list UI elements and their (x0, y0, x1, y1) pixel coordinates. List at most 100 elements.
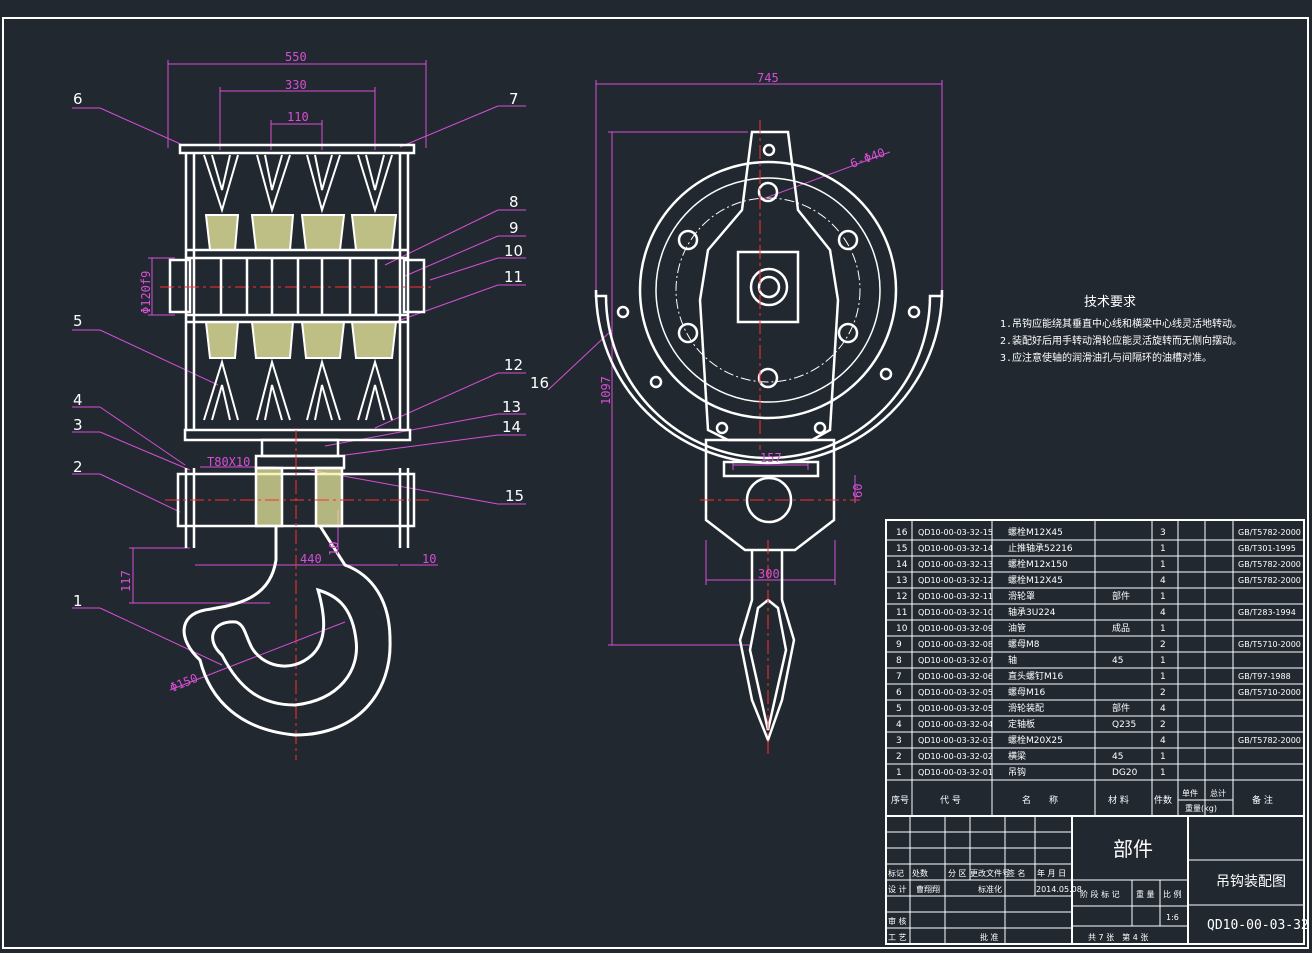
row-no: 9 (896, 640, 902, 650)
front-dimension-texts: 550 330 110 Φ120f9 T80X10 440 10 117 Φ15… (119, 50, 436, 695)
dim-745: 745 (757, 71, 779, 85)
row-name: 螺栓M12X45 (1008, 574, 1063, 586)
design-date: 2014.05.08 (1036, 885, 1082, 894)
row-qty: 1 (1160, 672, 1166, 682)
label-sign: 签 名 (1007, 868, 1026, 878)
row-code: QD10-00-03-32-03 (918, 736, 993, 745)
callout-12: 12 (504, 356, 523, 374)
dim-axle-diameter: Φ120f9 (139, 271, 153, 314)
row-qty: 2 (1160, 720, 1166, 730)
header-total: 总计 (1210, 788, 1226, 798)
dim-110: 110 (287, 110, 309, 124)
row-code: QD10-00-03-32-02 (918, 752, 993, 761)
label-design: 设 计 (888, 884, 907, 894)
row-no: 11 (896, 608, 907, 618)
tech-item-2: 2.装配好后用手转动滑轮应能灵活旋转而无侧向摆动。 (1000, 334, 1242, 347)
tech-requirements: 技术要求 1.吊钩应能绕其垂直中心线和横梁中心线灵活地转动。 2.装配好后用手转… (1000, 295, 1242, 364)
callout-8: 8 (509, 193, 519, 211)
dim-550: 550 (285, 50, 307, 64)
row-no: 2 (896, 752, 902, 762)
row-material: 45 (1112, 752, 1123, 762)
row-no: 6 (896, 688, 902, 698)
row-code: QD10-00-03-32-05 (918, 704, 993, 713)
hook-shape (182, 525, 392, 737)
row-qty: 2 (1160, 688, 1166, 698)
callout-4: 4 (73, 391, 83, 409)
row-code: QD10-00-03-32-15 (918, 528, 993, 537)
header-name: 名 称 (1022, 794, 1058, 806)
tech-title: 技术要求 (1084, 295, 1136, 310)
dim-157: 157 (760, 451, 782, 465)
row-code: QD10-00-03-32-09 (918, 624, 993, 633)
row-no: 16 (896, 528, 908, 538)
dim-hook-throat: Φ150 (168, 671, 200, 695)
header-weight: 重量(kg) (1185, 803, 1217, 813)
drawing-number: QD10-00-03-32 (1207, 918, 1309, 933)
label-approve: 批 准 (980, 932, 999, 942)
row-code: QD10-00-03-32-07 (918, 656, 993, 665)
dim-thread: T80X10 (207, 455, 250, 469)
callout-9: 9 (509, 219, 519, 237)
row-material: 部件 (1112, 590, 1130, 602)
row-remark: GB/T5710-2000 (1238, 640, 1301, 649)
dim-330: 330 (285, 78, 307, 92)
sheave-group-upper (203, 154, 398, 251)
row-remark: GB/T5782-2000 (1238, 736, 1301, 745)
row-qty: 4 (1160, 704, 1166, 714)
front-callout-leaders (72, 105, 526, 691)
callout-14: 14 (502, 418, 521, 436)
row-no: 5 (896, 704, 902, 714)
row-name: 滑轮罩 (1008, 590, 1035, 602)
row-no: 8 (896, 656, 902, 666)
row-code: QD10-00-03-32-10 (918, 608, 993, 617)
row-no: 3 (896, 736, 902, 746)
label-weight: 重 量 (1136, 889, 1155, 899)
row-qty: 3 (1160, 528, 1166, 538)
row-code: QD10-00-03-32-14 (918, 544, 993, 553)
callout-16: 16 (530, 374, 549, 392)
row-qty: 1 (1160, 624, 1166, 634)
dim-440: 440 (300, 552, 322, 566)
label-count: 处数 (912, 868, 928, 878)
row-code: QD10-00-03-32-05 (918, 688, 993, 697)
row-remark: GB/T5782-2000 (1238, 576, 1301, 585)
row-qty: 1 (1160, 560, 1166, 570)
label-change-doc: 更改文件号 (970, 868, 1010, 878)
row-name: 螺母M16 (1008, 687, 1045, 698)
sheave-group-lower (203, 321, 398, 421)
row-name: 螺栓M12X45 (1008, 526, 1063, 538)
side-view (547, 80, 944, 755)
row-name: 止推轴承52216 (1008, 542, 1073, 554)
label-zone: 分 区 (948, 869, 967, 878)
tech-item-1: 1.吊钩应能绕其垂直中心线和横梁中心线灵活地转动。 (1000, 317, 1242, 330)
row-code: QD10-00-03-32-13 (918, 560, 993, 569)
label-standardize: 标准化 (978, 884, 1002, 894)
row-material: DG20 (1112, 768, 1138, 778)
row-no: 14 (896, 560, 908, 570)
row-name: 轴 (1008, 654, 1017, 666)
row-material: 45 (1112, 656, 1123, 666)
row-material: Q235 (1112, 720, 1136, 730)
label-date: 年 月 日 (1037, 868, 1066, 878)
row-qty: 4 (1160, 608, 1166, 618)
callout-7: 7 (509, 90, 519, 108)
title-block-texts: 部件 吊钩装配图 QD10-00-03-32 标记 处数 分 区 更改文件号 签… (888, 837, 1309, 942)
row-no: 10 (896, 624, 908, 634)
title-block (885, 815, 1305, 945)
dim-60: 60 (851, 484, 865, 498)
row-qty: 4 (1160, 576, 1166, 586)
row-code: QD10-00-03-32-06 (918, 672, 993, 681)
row-name: 横梁 (1008, 750, 1026, 762)
row-code: QD10-00-03-32-08 (918, 640, 993, 649)
row-name: 轴承3U224 (1008, 606, 1056, 618)
row-name: 螺栓M20X25 (1008, 734, 1063, 746)
dim-holes: 6-Φ40 (848, 145, 887, 171)
header-unit: 单件 (1182, 788, 1198, 798)
row-no: 12 (896, 592, 907, 602)
header-remark: 备 注 (1252, 794, 1273, 806)
row-no: 13 (896, 576, 907, 586)
callout-5: 5 (73, 312, 83, 330)
designer-name: 曹翔翔 (916, 884, 940, 894)
row-qty: 2 (1160, 640, 1166, 650)
